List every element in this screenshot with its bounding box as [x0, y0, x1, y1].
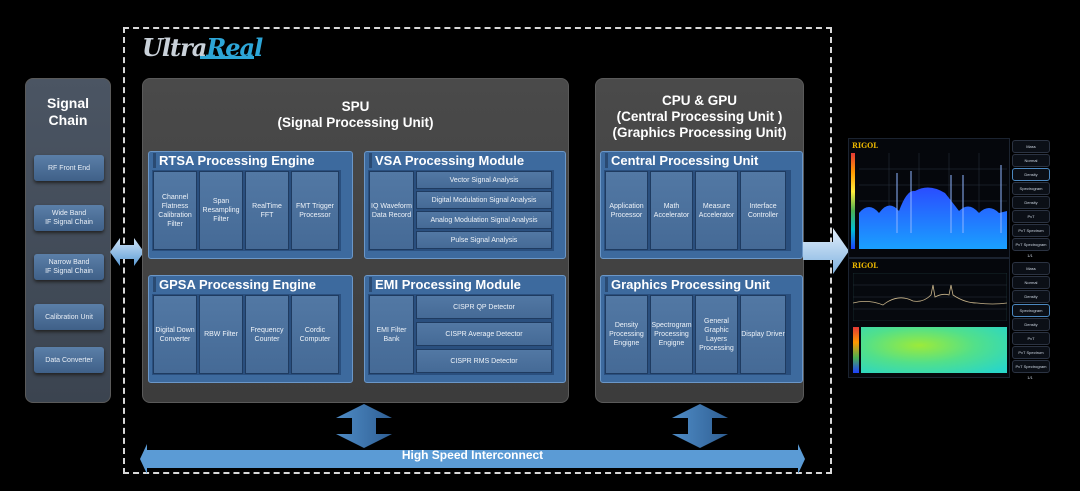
menu-density-spectrogram[interactable]: Density Spectrogram	[1012, 196, 1050, 216]
menu-spectrogram[interactable]: Spectrogram	[1012, 304, 1050, 317]
cpu-gpu-title: CPU & GPU(Central Processing Unit )(Grap…	[612, 93, 787, 140]
density-spectrum-plot	[859, 153, 1007, 249]
emi-item: CISPR Average Detector	[416, 322, 552, 346]
cpu-block: Central Processing Unit Application Proc…	[600, 151, 803, 259]
gpu-block: Graphics Processing Unit Density Process…	[600, 275, 803, 383]
gpu-item: Density Processing Engigne	[605, 295, 648, 374]
vsa-title: VSA Processing Module	[369, 153, 524, 168]
display-spectrogram-view: RIGOL	[848, 258, 1010, 378]
rtsa-item: Span Resampling Filter	[199, 171, 243, 250]
rigol-brand: RIGOL	[852, 261, 879, 270]
emi-block: EMI Processing Module EMI Filter Bank CI…	[364, 275, 566, 383]
trace-plot	[853, 273, 1007, 321]
menu-normal[interactable]: Normal	[1012, 276, 1050, 289]
cpu-item: Measure Accelerator	[695, 171, 738, 250]
spu-title: SPU(Signal Processing Unit)	[277, 99, 434, 130]
menu-pvt[interactable]: PvT	[1012, 332, 1050, 345]
high-speed-interconnect-bar	[140, 444, 805, 474]
gpu-title: Graphics Processing Unit	[605, 277, 770, 292]
menu-density-spectrogram[interactable]: Density Spectrogram	[1012, 318, 1050, 338]
vsa-item: Analog Modulation Signal Analysis	[416, 211, 552, 229]
rtsa-item: FMT Trigger Processor	[291, 171, 339, 250]
rtsa-item: RealTime FFT	[245, 171, 289, 250]
gpsa-item: RBW Filter	[199, 295, 243, 374]
menu-mass[interactable]: Mass	[1012, 262, 1050, 275]
menu-mass[interactable]: Mass	[1012, 140, 1050, 153]
cpu-item: Application Processor	[605, 171, 648, 250]
vsa-item: Vector Signal Analysis	[416, 171, 552, 189]
menu-pvt-spectrogram[interactable]: PvT Spectrogram	[1012, 238, 1050, 251]
menu-pvt-spectrogram[interactable]: PvT Spectrogram	[1012, 360, 1050, 373]
emi-filter-bank: EMI Filter Bank	[369, 295, 414, 374]
display-density-view: RIGOL	[848, 138, 1010, 258]
rtsa-title: RTSA Processing Engine	[153, 153, 315, 168]
menu-density[interactable]: Density	[1012, 290, 1050, 303]
cpu-item: Interface Controller	[740, 171, 786, 250]
page-indicator: 1/1	[1027, 375, 1033, 380]
rtsa-item: Channel Flatness Calibration Filter	[153, 171, 197, 250]
menu-normal[interactable]: Normal	[1012, 154, 1050, 167]
gpsa-item: Digital Down Converter	[153, 295, 197, 374]
cpu-item: Math Accelerator	[650, 171, 693, 250]
logo-underline	[200, 56, 254, 59]
gpsa-block: GPSA Processing Engine Digital Down Conv…	[148, 275, 353, 383]
cpu-title: Central Processing Unit	[605, 153, 758, 168]
gpu-item: General Graphic Layers Processing	[695, 295, 738, 374]
menu-spectrogram[interactable]: Spectrogram	[1012, 182, 1050, 195]
cpu-display-arrow	[803, 228, 849, 274]
signal-chain-spu-arrow	[110, 238, 144, 266]
gpu-item: Spectrogram Processing Engigne	[650, 295, 693, 374]
gpsa-title: GPSA Processing Engine	[153, 277, 316, 292]
menu-pvt[interactable]: PvT	[1012, 210, 1050, 223]
sc-item-data-converter: Data Converter	[34, 347, 104, 373]
spectrogram-heatmap	[861, 327, 1007, 373]
sc-item-rf-front-end: RF Front End	[34, 155, 104, 181]
rtsa-block: RTSA Processing Engine Channel Flatness …	[148, 151, 353, 259]
color-scale	[851, 153, 855, 249]
menu-density[interactable]: Density	[1012, 168, 1050, 181]
sc-item-calibration: Calibration Unit	[34, 304, 104, 330]
logo-part1: Ultra	[142, 33, 207, 62]
color-scale	[853, 327, 859, 373]
menu-pvt-spectrum[interactable]: PvT Spectrum	[1012, 346, 1050, 359]
gpu-item: Display Driver	[740, 295, 786, 374]
vsa-item: Digital Modulation Signal Analysis	[416, 191, 552, 209]
spu-bus-arrow	[336, 404, 392, 448]
cpu-gpu-panel: CPU & GPU(Central Processing Unit )(Grap…	[595, 78, 804, 403]
emi-item: CISPR RMS Detector	[416, 349, 552, 373]
page-indicator: 1/1	[1027, 253, 1033, 258]
spu-panel: SPU(Signal Processing Unit) RTSA Process…	[142, 78, 569, 403]
cpu-bus-arrow	[672, 404, 728, 448]
menu-pvt-spectrum[interactable]: PvT Spectrum	[1012, 224, 1050, 237]
vsa-block: VSA Processing Module IQ Waveform Data R…	[364, 151, 566, 259]
gpsa-item: Frequency Counter	[245, 295, 289, 374]
display-menu-top: Mass Normal Density Spectrogram Density …	[1012, 140, 1050, 258]
interconnect-label: High Speed Interconnect	[401, 448, 544, 462]
vsa-iq-record: IQ Waveform Data Record	[369, 171, 414, 250]
emi-title: EMI Processing Module	[369, 277, 521, 292]
gpsa-item: Cordic Computer	[291, 295, 339, 374]
display-menu-bottom: Mass Normal Density Spectrogram Density …	[1012, 262, 1050, 380]
vsa-item: Pulse Signal Analysis	[416, 231, 552, 249]
emi-item: CISPR QP Detector	[416, 295, 552, 319]
rigol-brand: RIGOL	[852, 141, 879, 150]
